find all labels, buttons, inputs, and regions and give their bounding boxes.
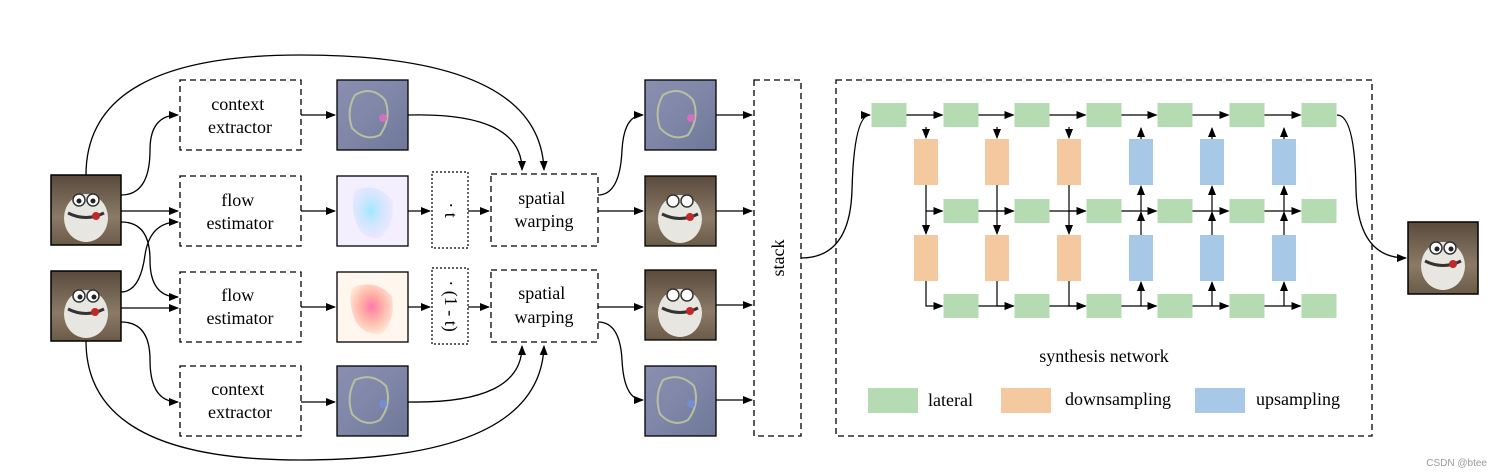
flow-image-top bbox=[336, 175, 409, 247]
lateral-block bbox=[1301, 294, 1337, 318]
synthesis-arrow bbox=[925, 185, 944, 215]
downsampling-block bbox=[985, 139, 1009, 185]
synthesis-arrow bbox=[1068, 185, 1087, 215]
context-extractor-top: context extractor bbox=[179, 79, 302, 151]
legend-label-lateral: lateral bbox=[928, 390, 973, 410]
lateral-block bbox=[1086, 103, 1122, 127]
flow-estimator-bottom-label: flow estimator bbox=[207, 285, 274, 328]
lateral-block bbox=[1014, 103, 1050, 127]
flow-image-bottom bbox=[336, 271, 409, 343]
output-image bbox=[1407, 221, 1479, 295]
lateral-block bbox=[1086, 294, 1122, 318]
scale-t-box: · t bbox=[431, 171, 469, 249]
downsampling-block bbox=[914, 139, 938, 185]
downsampling-block bbox=[985, 235, 1009, 281]
legend-swatch-downsampling bbox=[1001, 388, 1051, 413]
lateral-block bbox=[1301, 103, 1337, 127]
svg-text:spatial warping: spatial warping bbox=[515, 188, 574, 231]
spatial-warping-bottom: spatial warping bbox=[490, 269, 599, 343]
scale-one-minus-t-box: · (1 - t) bbox=[431, 267, 469, 345]
upsampling-block bbox=[1129, 235, 1153, 281]
context-feature-image-bottom bbox=[336, 365, 409, 437]
synthesis-blocks bbox=[871, 103, 1337, 318]
legend-label-upsampling: upsampling bbox=[1256, 389, 1340, 409]
context-extractor-bottom: context extractor bbox=[179, 365, 302, 437]
synthesis-arrow bbox=[996, 185, 1015, 215]
upsampling-block bbox=[1272, 235, 1296, 281]
warped-context-top bbox=[644, 79, 717, 151]
lateral-block bbox=[1157, 294, 1193, 318]
downsampling-block bbox=[1057, 139, 1081, 185]
lateral-block bbox=[1157, 199, 1193, 223]
svg-text:stack: stack bbox=[768, 240, 788, 277]
upsampling-block bbox=[1129, 139, 1153, 185]
synthesis-network-title: synthesis network bbox=[1039, 346, 1169, 366]
svg-text:· t: · t bbox=[441, 202, 461, 218]
upsampling-block bbox=[1272, 139, 1296, 185]
legend-swatch-lateral bbox=[868, 388, 918, 413]
lateral-block bbox=[1157, 103, 1193, 127]
lateral-block bbox=[871, 103, 907, 127]
lateral-block bbox=[1229, 199, 1265, 223]
synthesis-arrow bbox=[1068, 281, 1087, 310]
downsampling-block bbox=[1057, 235, 1081, 281]
spatial-warping-top: spatial warping bbox=[490, 173, 599, 247]
svg-text:· (1 - t): · (1 - t) bbox=[440, 280, 461, 331]
lateral-block bbox=[1014, 294, 1050, 318]
legend-swatch-upsampling bbox=[1195, 388, 1245, 413]
synthesis-arrow bbox=[925, 281, 944, 310]
stack-box: stack bbox=[753, 79, 802, 437]
lateral-block bbox=[1229, 103, 1265, 127]
warped-image-bottom bbox=[644, 269, 717, 341]
context-extractor-bottom-label: context extractor bbox=[208, 379, 272, 422]
input-image-1 bbox=[50, 174, 122, 246]
context-feature-image-top bbox=[336, 79, 409, 151]
flow-estimator-bottom: flow estimator bbox=[179, 271, 302, 343]
lateral-block bbox=[1014, 199, 1050, 223]
lateral-block bbox=[1229, 294, 1265, 318]
flow-estimator-top-label: flow estimator bbox=[207, 190, 274, 233]
upsampling-block bbox=[1200, 235, 1224, 281]
lateral-block bbox=[943, 103, 979, 127]
legend-label-downsampling: downsampling bbox=[1065, 389, 1171, 409]
lateral-block bbox=[943, 294, 979, 318]
synthesis-network: synthesis network bbox=[835, 79, 1373, 437]
flow-estimator-top: flow estimator bbox=[179, 175, 302, 247]
watermark: CSDN @btee bbox=[1426, 458, 1487, 469]
warped-image-top bbox=[644, 175, 717, 247]
legend: lateral downsampling upsampling bbox=[868, 388, 1340, 413]
upsampling-block bbox=[1200, 139, 1224, 185]
context-extractor-top-label: context extractor bbox=[208, 94, 272, 137]
lateral-block bbox=[943, 199, 979, 223]
synthesis-arrows bbox=[906, 111, 1302, 310]
lateral-block bbox=[1086, 199, 1122, 223]
downsampling-block bbox=[914, 235, 938, 281]
input-image-2 bbox=[50, 270, 122, 342]
warped-context-bottom bbox=[644, 365, 717, 437]
lateral-block bbox=[1301, 199, 1337, 223]
synthesis-arrow bbox=[996, 281, 1015, 310]
connectors bbox=[85, 54, 1407, 461]
svg-text:spatial warping: spatial warping bbox=[515, 283, 574, 327]
